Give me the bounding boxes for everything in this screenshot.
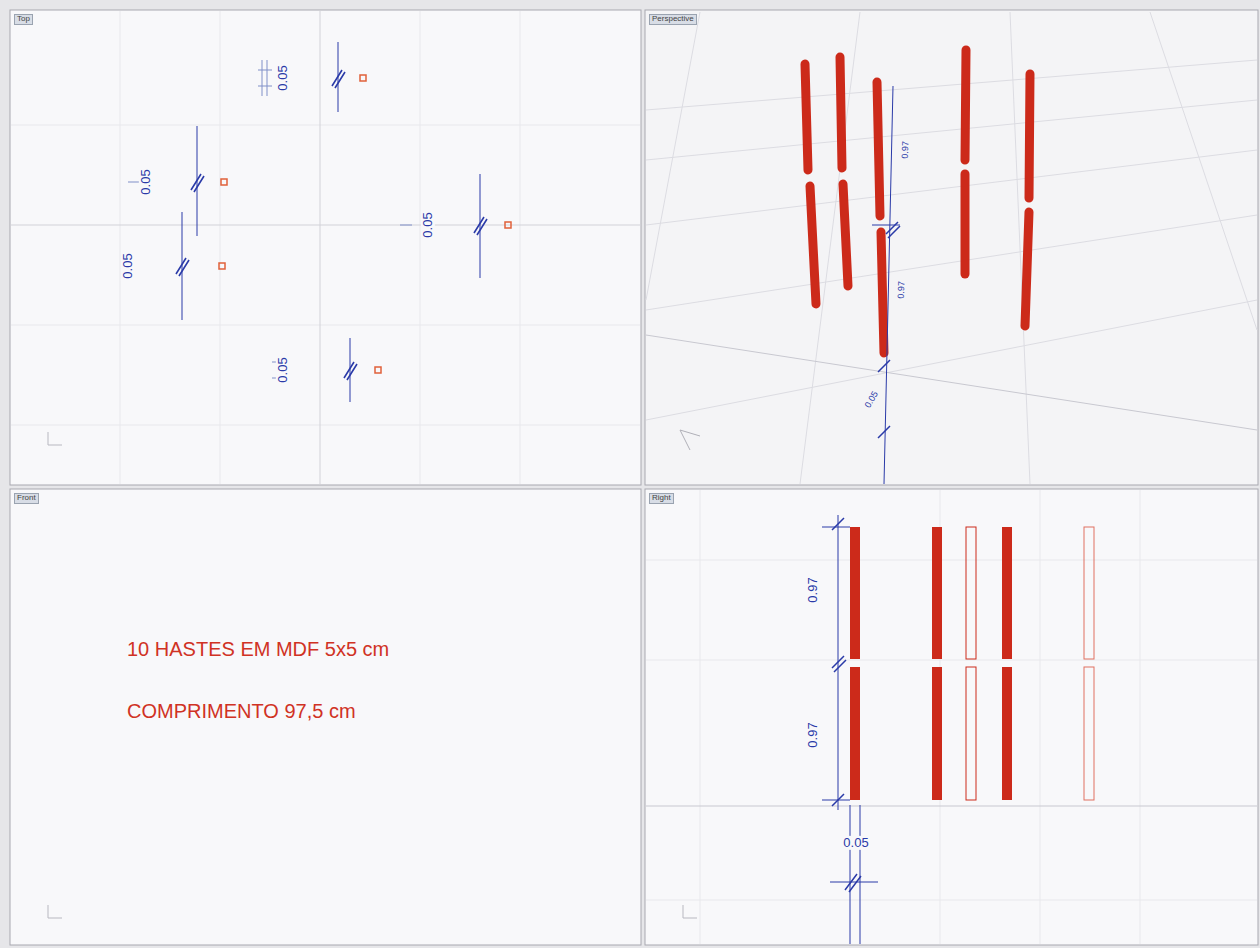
grid: [11, 11, 640, 484]
axis-icon: [683, 905, 697, 918]
axis-icon: [48, 905, 62, 918]
dimension-text: 0.05: [841, 836, 870, 850]
axis: [11, 225, 640, 226]
dimension-text: 0.05: [139, 167, 153, 196]
dimension-text: 0.97: [897, 280, 908, 300]
grid: [646, 490, 1257, 944]
dimension-line: [128, 42, 487, 402]
axis: [320, 11, 321, 484]
note-text: COMPRIMENTO 97,5 cm: [127, 700, 356, 722]
axis-icon: [680, 430, 700, 450]
viewport-title: Right: [649, 493, 674, 504]
dimension-text: 0.97: [901, 140, 912, 160]
dimension-text: 0.05: [121, 251, 135, 280]
dimension-text: 0.97: [806, 575, 820, 604]
note-text: 10 HASTES EM MDF 5x5 cm: [127, 638, 389, 660]
dimension-text: 0.05: [421, 210, 435, 239]
viewport-title: Top: [14, 14, 33, 25]
viewport-title: Perspective: [649, 14, 697, 25]
viewport: [645, 489, 1258, 945]
viewport-title: Front: [14, 493, 39, 504]
viewport: [645, 10, 1258, 485]
rod: [805, 50, 1030, 353]
viewport: [10, 10, 641, 485]
dimension-text: 0.05: [276, 63, 290, 92]
dimension-line: [822, 515, 878, 944]
axis-icon: [48, 432, 62, 445]
viewport: [10, 489, 641, 945]
dimension-line: [872, 86, 900, 484]
rod: [850, 527, 1094, 800]
perspective-grid: [646, 12, 1257, 484]
rod-section: [219, 75, 511, 373]
dimension-text: 0.97: [806, 720, 820, 749]
dimension-text: 0.05: [276, 355, 290, 384]
axis: [646, 806, 1257, 807]
